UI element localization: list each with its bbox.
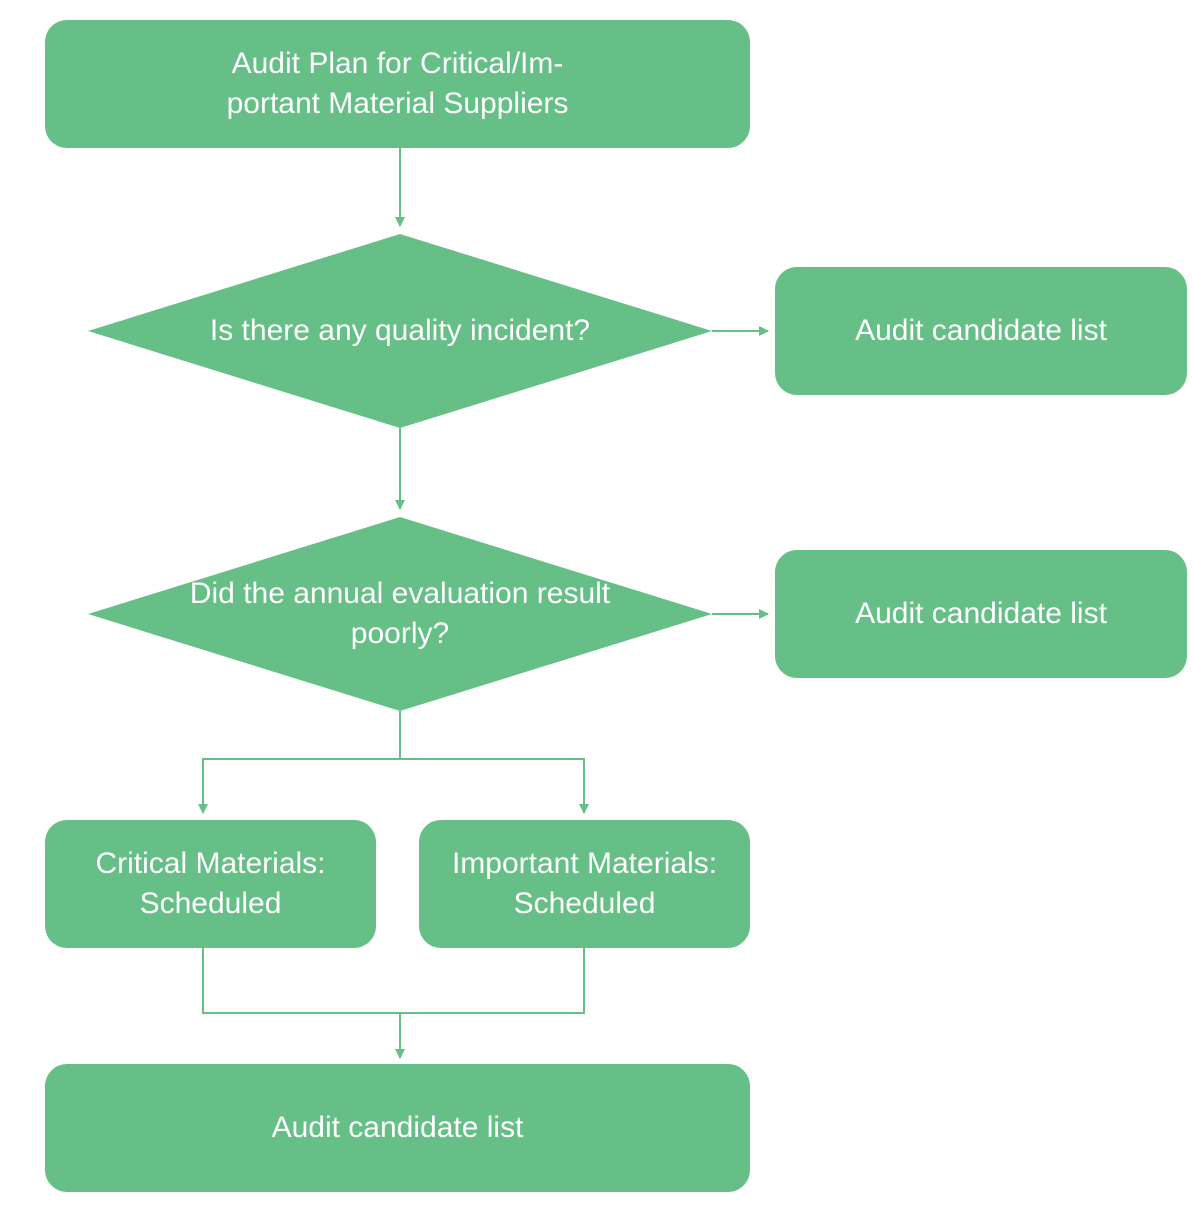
candidate-node-2-label: Audit candidate list xyxy=(855,597,1107,630)
decision-diamond-annual-evaluation xyxy=(88,517,712,711)
important-materials-line2: Scheduled xyxy=(513,887,656,920)
decision2-label-line1: Did the annual evaluation xyxy=(189,577,529,610)
candidate-node-2: Audit candidate list xyxy=(775,550,1187,678)
decision1-label: Is there any quality incident? xyxy=(209,314,591,347)
connector-critical-to-merge xyxy=(202,947,400,1014)
start-node-line2: portant Material Suppliers xyxy=(226,87,569,120)
important-materials-line1: Important Materials: xyxy=(451,847,718,880)
decision1-label-box: Is there any quality incident? xyxy=(140,304,660,358)
start-node-line1: Audit Plan for Critical/Im- xyxy=(231,47,564,80)
start-node: Audit Plan for Critical/Im- portant Mate… xyxy=(45,20,750,148)
final-candidate-node: Audit candidate list xyxy=(45,1064,750,1192)
candidate-node-1-label: Audit candidate list xyxy=(855,314,1107,347)
critical-materials-line2: Scheduled xyxy=(139,887,282,920)
connector-important-to-merge xyxy=(400,947,585,1014)
candidate-node-1: Audit candidate list xyxy=(775,267,1187,395)
decision-diamond-quality-incident xyxy=(88,234,712,428)
important-materials-node: Important Materials: Scheduled xyxy=(419,820,750,948)
final-candidate-label: Audit candidate list xyxy=(271,1111,524,1144)
decision2-label-box: Did the annual evaluation result poorly? xyxy=(140,570,660,658)
critical-materials-line1: Critical Materials: xyxy=(95,847,326,880)
connector-decision2-to-important xyxy=(400,758,589,814)
decision2-label-line2: result poorly? xyxy=(350,577,611,650)
connector-decision2-to-critical xyxy=(198,711,401,814)
critical-materials-node: Critical Materials: Scheduled xyxy=(45,820,376,948)
